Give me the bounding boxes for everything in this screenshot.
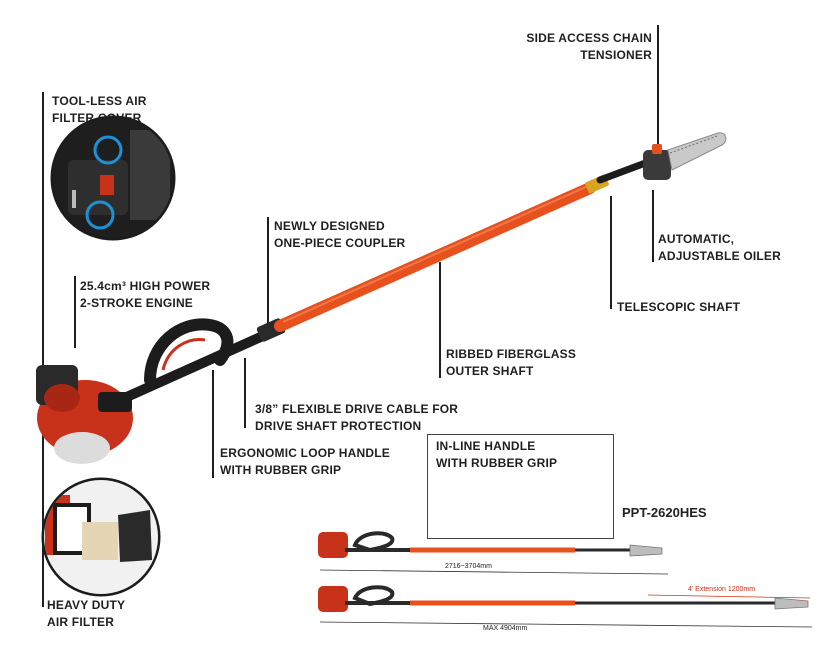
- callout-inline-handle: IN-LINE HANDLE WITH RUBBER GRIP: [436, 439, 558, 470]
- callout-engine: 25.4cm³ HIGH POWER 2-STROKE ENGINE: [80, 279, 211, 310]
- telescopic-shaft: [596, 158, 652, 184]
- callout-drive-cable: 3/8” FLEXIBLE DRIVE CABLE FOR DRIVE SHAF…: [255, 402, 459, 433]
- pole-saw-main: [36, 132, 727, 464]
- max-length-label: MAX 4904mm: [483, 625, 528, 632]
- callout-chain-tensioner: SIDE ACCESS CHAIN TENSIONER: [526, 31, 652, 62]
- lower-shaft: [115, 330, 270, 405]
- side-view-extended: [318, 585, 813, 628]
- inline-handle-inset: [427, 434, 614, 539]
- fiberglass-shaft: [274, 182, 596, 332]
- callout-loop-handle: ERGONOMIC LOOP HANDLE WITH RUBBER GRIP: [220, 446, 390, 477]
- callout-outer-shaft: RIBBED FIBERGLASS OUTER SHAFT: [446, 347, 577, 378]
- callout-air-filter: HEAVY DUTY AIR FILTER: [47, 598, 126, 629]
- retracted-length-label: 2716~3704mm: [445, 563, 492, 570]
- saw-head: [643, 150, 671, 180]
- callout-air-filter-cover: TOOL-LESS AIR FILTER COVER: [52, 94, 147, 125]
- loop-handle: [144, 318, 234, 386]
- callout-telescopic-shaft: TELESCOPIC SHAFT: [617, 300, 741, 314]
- extension-length-label: 4' Extension 1200mm: [688, 586, 756, 593]
- chain-bar: [667, 132, 727, 171]
- side-view-retracted: [318, 531, 669, 575]
- callout-coupler: NEWLY DESIGNED ONE-PIECE COUPLER: [274, 219, 406, 250]
- callout-oiler: AUTOMATIC, ADJUSTABLE OILER: [658, 232, 781, 263]
- callout-lines: [42, 25, 659, 607]
- air-filter-detail: [41, 477, 161, 597]
- air-filter-cover-detail: [50, 115, 176, 241]
- model-name: PPT-2620HES: [622, 505, 707, 520]
